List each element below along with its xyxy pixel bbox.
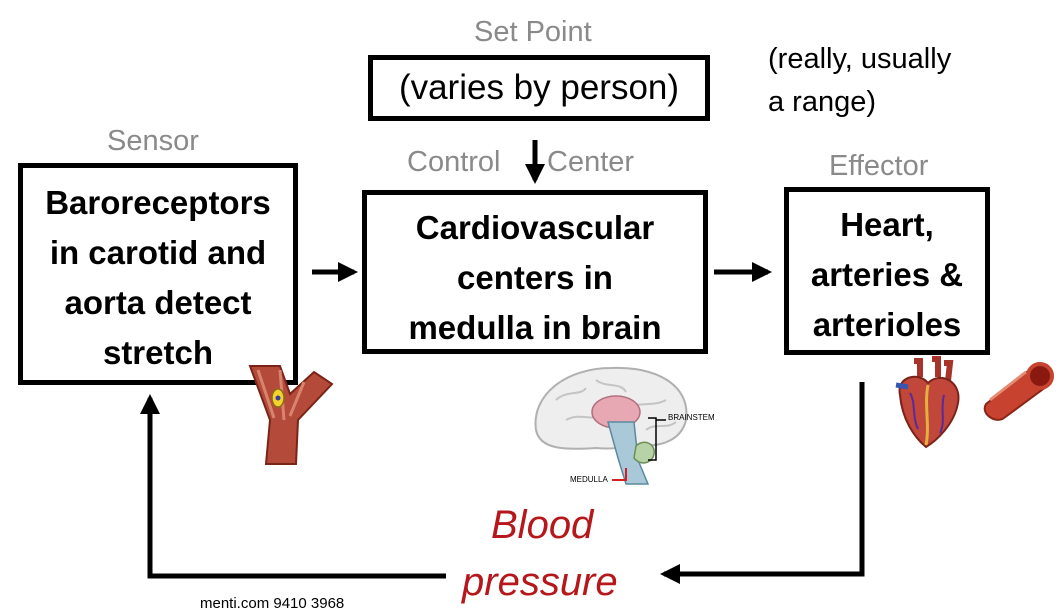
effector-box: Heart, arteries & arterioles bbox=[784, 187, 990, 355]
medulla-label: MEDULLA bbox=[570, 475, 608, 484]
set-point-note: (really, usually a range) bbox=[768, 43, 952, 118]
blood-vessel-icon bbox=[983, 362, 1054, 421]
blood-pressure-line2: pressure bbox=[462, 560, 618, 604]
set-point-box: (varies by person) bbox=[368, 55, 710, 121]
menti-code: menti.com 9410 3968 bbox=[200, 595, 345, 612]
effector-text: Heart, arteries & arterioles bbox=[810, 206, 964, 343]
effector-to-pressure-line bbox=[660, 382, 865, 584]
sensor-title: Sensor bbox=[107, 125, 199, 157]
control-center-title-right: Center bbox=[547, 146, 635, 178]
control-center-box: Cardiovascular centers in medulla in bra… bbox=[362, 190, 708, 354]
blood-pressure-line1: Blood bbox=[491, 503, 594, 547]
pressure-to-sensor-line bbox=[140, 394, 446, 579]
heart-icon bbox=[895, 356, 960, 449]
effector-title: Effector bbox=[829, 150, 929, 182]
sensor-box: Baroreceptors in carotid and aorta detec… bbox=[18, 163, 298, 385]
set-point-text: (varies by person) bbox=[398, 68, 680, 107]
control-center-text: Cardiovascular centers in medulla in bra… bbox=[408, 209, 662, 346]
set-point-title: Set Point bbox=[474, 16, 592, 48]
brain-icon bbox=[534, 366, 688, 485]
artery-icon bbox=[248, 365, 334, 465]
sensor-text: Baroreceptors in carotid and aorta detec… bbox=[45, 184, 271, 371]
brainstem-label: BRAINSTEM bbox=[668, 413, 715, 422]
control-center-title-left: Control bbox=[407, 146, 501, 178]
